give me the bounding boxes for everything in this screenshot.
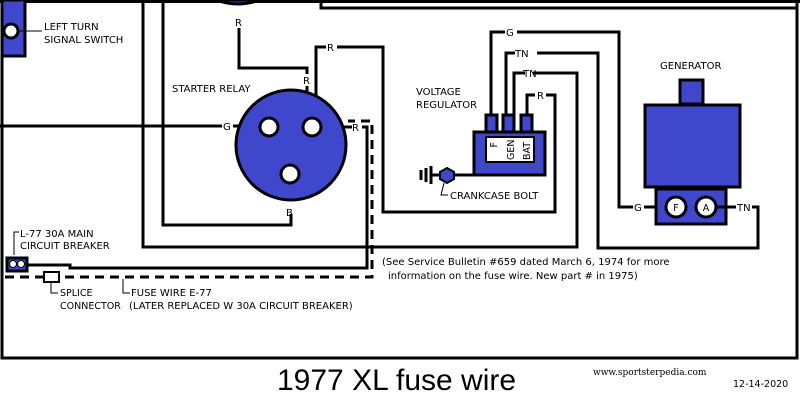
breaker-label-2: CIRCUIT BREAKER <box>20 241 110 252</box>
reg-terminal-gen <box>501 113 516 135</box>
wire-label: G <box>506 28 514 39</box>
generator-a-label: A <box>703 203 710 214</box>
wire-label: R <box>327 43 334 54</box>
wire-label: R <box>235 18 242 29</box>
wire-label: R <box>352 123 359 134</box>
wire-label: TN <box>514 49 529 60</box>
wire-label: G <box>223 122 231 133</box>
switch-label-2: SIGNAL SWITCH <box>44 35 123 46</box>
generator-cap <box>678 78 705 106</box>
reg-gen-label: GEN <box>506 140 517 160</box>
wire-tn-1 <box>504 51 760 250</box>
relay-r-terminal <box>301 116 323 138</box>
breaker-label-1: L-77 30A MAIN <box>20 229 94 240</box>
regulator-label-1: VOLTAGE <box>416 87 461 98</box>
generator <box>643 103 742 189</box>
wire-label: R <box>303 76 310 87</box>
leader-line <box>50 283 58 294</box>
relay-g-terminal <box>258 116 280 138</box>
website-credit: www.sportsterpedia.com <box>593 368 707 378</box>
wire-tn-2-stub <box>512 71 525 115</box>
top-right-wire <box>319 0 797 10</box>
reg-terminal-f <box>484 113 499 135</box>
switch-label-1: LEFT TURN <box>44 22 99 33</box>
fuse-wire-label-2: (LATER REPLACED W 30A CIRCUIT BREAKER) <box>129 301 353 312</box>
leader-line <box>440 182 448 196</box>
leader-line <box>122 279 130 294</box>
generator-f-terminal <box>664 195 688 219</box>
wire-tn-2 <box>141 0 579 249</box>
crankcase-bolt-label: CRANKCASE BOLT <box>450 191 539 202</box>
wire-label: TN <box>522 69 537 80</box>
leader-line <box>13 231 19 255</box>
wire-b <box>161 0 293 227</box>
top-component <box>215 0 261 6</box>
breaker-terminal <box>9 260 17 268</box>
fuse-wire <box>5 119 374 279</box>
starter-relay <box>234 88 348 202</box>
generator-f-label: F <box>673 203 678 214</box>
diagram-title: 1977 XL fuse wire <box>277 364 516 397</box>
diagram-frame <box>0 0 800 360</box>
generator-label: GENERATOR <box>660 61 721 72</box>
splice-label-1: SPLICE <box>60 288 93 299</box>
regulator-label-2: REGULATOR <box>416 100 477 111</box>
reg-terminal-bat <box>519 113 534 135</box>
reg-label-plate <box>485 136 535 163</box>
splice-connector <box>43 271 60 283</box>
reg-bat-label: BAT <box>522 142 533 160</box>
note-line-1: (See Service Bulletin #659 dated March 6… <box>382 257 670 268</box>
switch-terminal <box>2 22 20 40</box>
wire-label: R <box>537 91 544 102</box>
breaker-terminal <box>17 260 25 268</box>
reg-f-label: F <box>489 142 500 147</box>
crankcase-bolt-icon <box>439 166 455 185</box>
wire-r-stub <box>525 93 535 115</box>
starter-relay-label: STARTER RELAY <box>172 84 251 95</box>
relay-b-terminal <box>279 163 301 185</box>
fuse-wire-label-1: FUSE WIRE E-77 <box>131 288 212 299</box>
wire-label: G <box>634 203 642 214</box>
splice-label-2: CONNECTOR <box>60 301 121 312</box>
diagram-date: 12-14-2020 <box>733 379 788 390</box>
wire-label: TN <box>736 203 751 214</box>
note-line-2: information on the fuse wire. New part #… <box>388 271 638 282</box>
ground-icon <box>419 166 440 184</box>
wire-label: B <box>286 208 293 219</box>
